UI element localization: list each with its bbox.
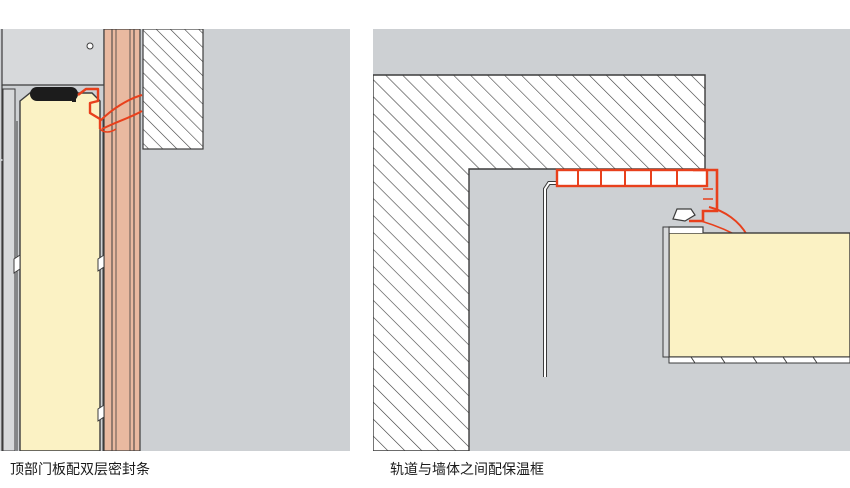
panel-joint: [97, 404, 105, 422]
track-hook: [672, 208, 696, 222]
frame-seal-lip: [708, 206, 748, 236]
thermal-frame-red: [555, 168, 748, 240]
caption-right: 轨道与墙体之间配保温框: [390, 462, 544, 478]
mounting-bracket: [1, 29, 105, 86]
right-section-drawing: [373, 29, 850, 451]
door-panel-foam: [19, 92, 101, 451]
top-rubber-seal: [30, 87, 78, 101]
panel-end-cap: [662, 226, 670, 358]
vertical-frame: [103, 29, 141, 451]
bracket-screw-hole: [86, 42, 94, 50]
caption-left: 顶部门板配双层密封条: [10, 462, 150, 478]
wall-lintel-hatched: [142, 29, 204, 150]
double-seal-red: [77, 87, 102, 129]
left-section-drawing: [0, 29, 350, 451]
panel-joint: [97, 254, 105, 272]
side-track-profile: [2, 88, 16, 451]
seal-lip-upper: [99, 94, 143, 122]
door-panel-foam: [668, 232, 850, 358]
seal-lip-lower: [101, 110, 143, 130]
